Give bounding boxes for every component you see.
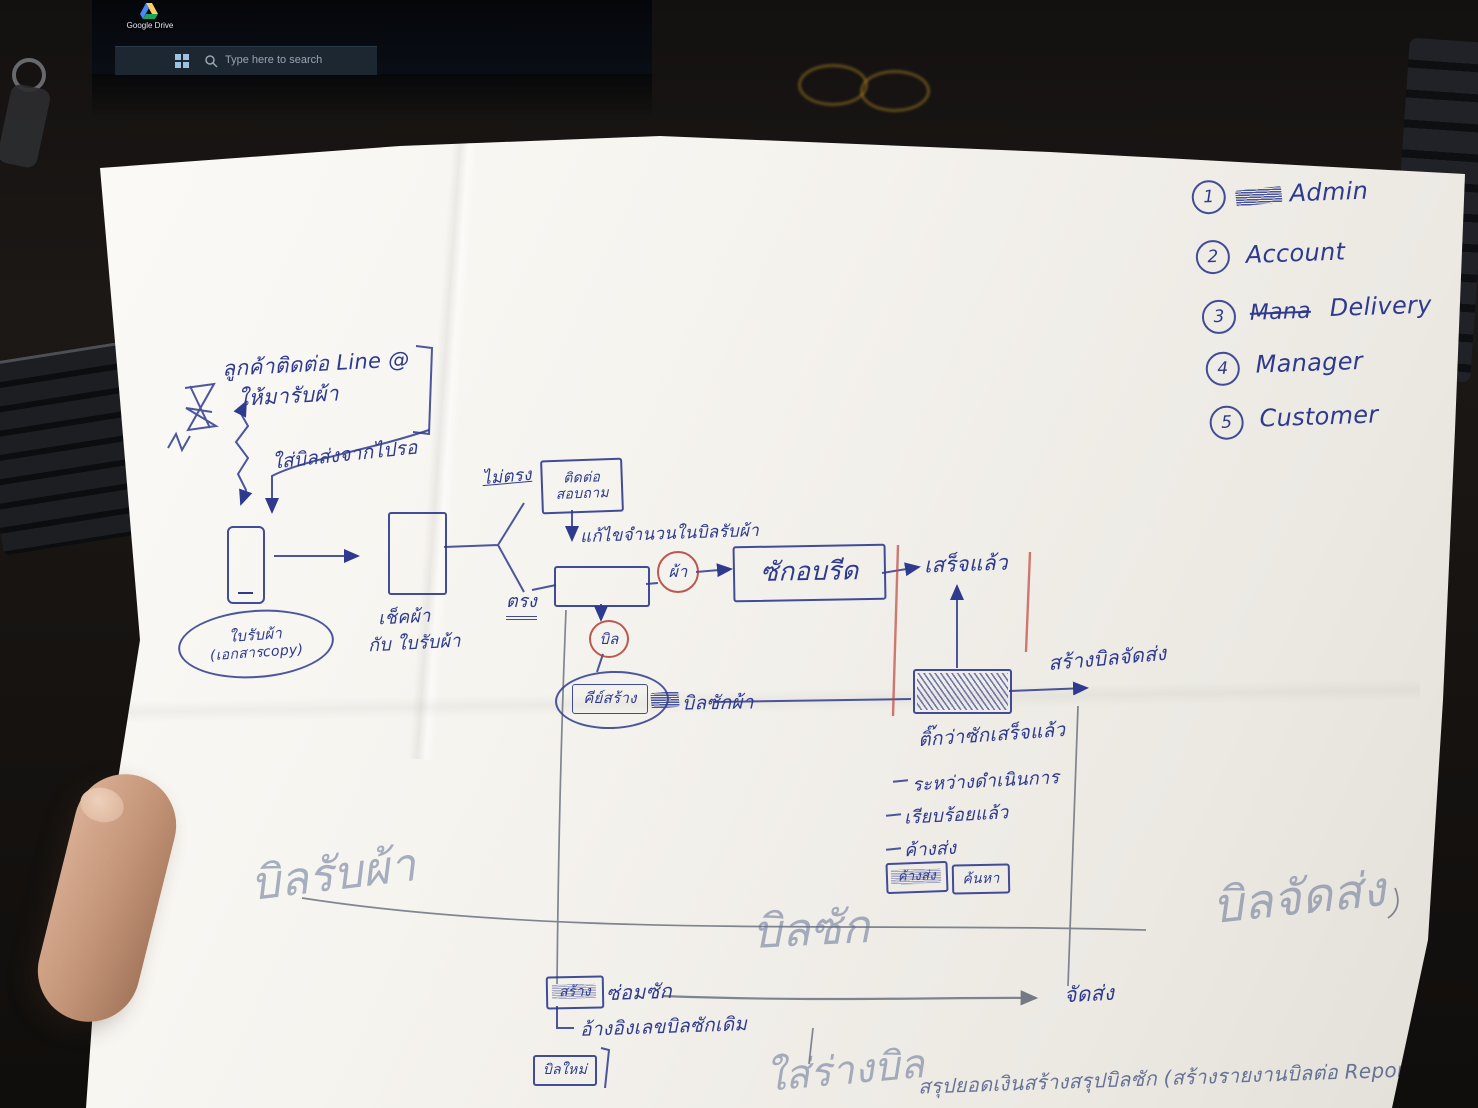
- wash-box-label: ซักอบรีด: [760, 556, 859, 588]
- ref-note: อ้างอิงเลขบิลซักเดิม: [579, 1013, 748, 1041]
- circled-number: 5: [1209, 405, 1245, 441]
- status-item: ค้างส่ง: [903, 837, 957, 862]
- status-button-label: ค้นหา: [962, 870, 1000, 888]
- search-icon: [205, 55, 218, 68]
- google-drive-icon: [140, 3, 158, 19]
- done-label: เสร็จแล้ว: [923, 550, 1009, 578]
- hatch-fill: [917, 673, 1008, 710]
- wash-bill-label: บิลซักผ้า: [681, 691, 754, 715]
- keys: [0, 82, 52, 170]
- status-button-search: ค้นหา: [951, 863, 1011, 895]
- contact-customer-box: ติดต่อ สอบถาม: [540, 457, 624, 515]
- key-create-label: คีย์สร้าง: [583, 689, 637, 708]
- glasses-lens: [798, 64, 868, 106]
- bill-badge-label: บิล: [599, 630, 619, 648]
- desktop-icon-label: Google Drive: [126, 21, 174, 30]
- receipt-label-line2: (เอกสารcopy): [209, 641, 304, 664]
- crossed-word: Mana: [1249, 298, 1312, 326]
- branch-no-label: ไม่ตรง: [481, 464, 533, 490]
- wash-box: ซักอบรีด: [732, 543, 887, 603]
- repair-wash-label: ซ่อมซัก: [605, 978, 673, 1006]
- new-bill-box: บิลใหม่: [533, 1055, 597, 1086]
- key-create-box: คีย์สร้าง: [572, 684, 648, 714]
- check-label-line2: กับ ใบรับผ้า: [367, 630, 462, 657]
- scribble-over: [551, 983, 597, 1000]
- bill-badge: บิล: [589, 620, 629, 658]
- new-bill-label: บิลใหม่: [542, 1062, 588, 1079]
- glasses-lens: [860, 70, 930, 112]
- circled-number: 1: [1191, 179, 1227, 215]
- contact-note-line2: ให้มารับผ้า: [237, 381, 340, 411]
- role-label: Delivery: [1329, 290, 1433, 323]
- create-box: สร้าง: [545, 975, 605, 1010]
- contact-box-line2: สอบถาม: [555, 485, 610, 503]
- process-box: [554, 566, 650, 607]
- role-label: Manager: [1255, 346, 1364, 379]
- windows-start-icon: [175, 54, 189, 68]
- status-button-pending: ค้างส่ง: [885, 860, 949, 895]
- circled-number: 4: [1205, 351, 1241, 387]
- check-step-box: [388, 512, 447, 595]
- cloth-badge: ผ้า: [657, 551, 699, 593]
- phone-button: [238, 592, 253, 594]
- cloth-badge-label: ผ้า: [668, 561, 688, 581]
- scribble-over: [890, 868, 942, 885]
- deliver-label: จัดส่ง: [1063, 980, 1115, 1008]
- phone-shape: [227, 526, 265, 604]
- draft-label: ใส่ร่างบิล: [763, 1041, 927, 1101]
- section-title-center: บิลซัก: [750, 898, 871, 960]
- role-label: Account: [1245, 237, 1346, 269]
- role-label: Customer: [1259, 400, 1379, 433]
- status-item: เรียบร้อยแล้ว: [903, 802, 1010, 829]
- hatched-box: [913, 669, 1012, 714]
- contact-box-line1: ติดต่อ: [562, 469, 601, 487]
- role-label: Admin: [1289, 176, 1369, 208]
- circled-number: 2: [1195, 239, 1231, 275]
- scribbled-word: [650, 690, 680, 710]
- branch-yes-label: ตรง: [506, 586, 538, 620]
- circled-number: 3: [1201, 299, 1237, 335]
- windows-taskbar: Type here to search: [115, 46, 377, 75]
- scribbled-word: [1235, 186, 1283, 207]
- roles-list: 1 Admin 2 Account 3 Mana Delivery 4 Mana…: [1191, 171, 1465, 460]
- taskbar-search: Type here to search: [225, 54, 323, 66]
- monitor-bezel: [92, 74, 652, 114]
